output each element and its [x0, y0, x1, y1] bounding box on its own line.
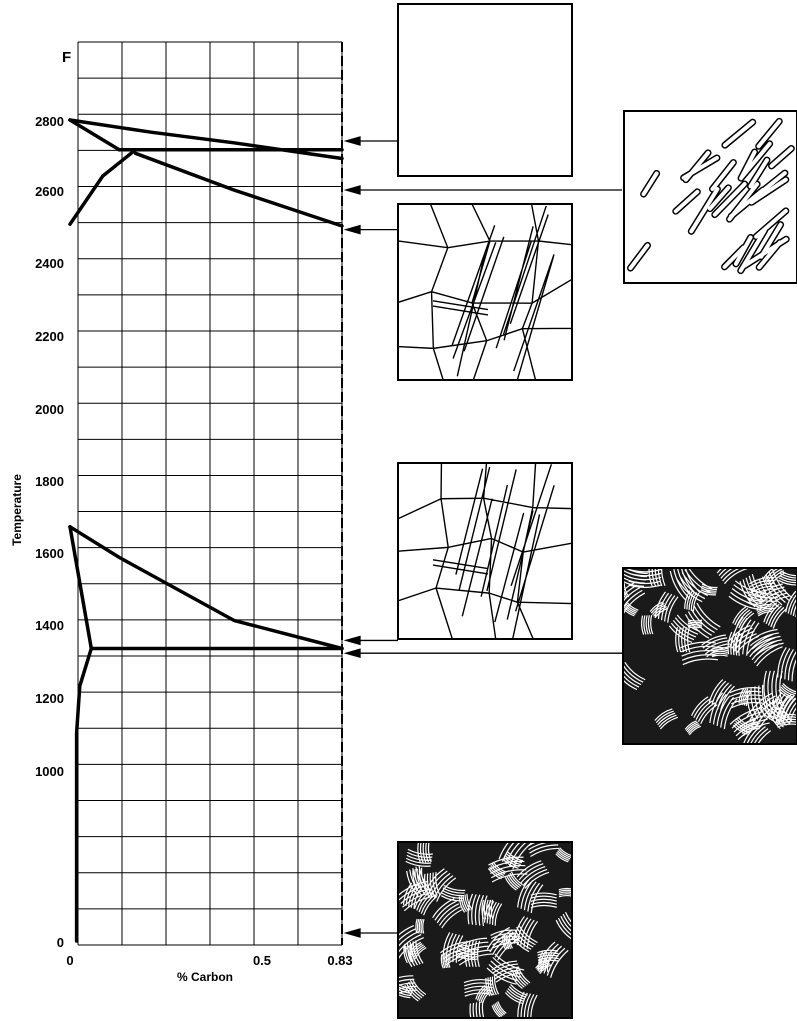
micrograph-panels — [397, 3, 797, 1019]
pointer-arrowhead-pearlite-room — [343, 928, 361, 938]
micrograph-texture-dendritic — [627, 117, 795, 275]
phase-lines — [68, 118, 344, 943]
micrograph-liquid — [397, 3, 573, 177]
pointer-arrowhead-dendritic — [343, 185, 361, 195]
micrograph-frame-dendritic — [623, 110, 797, 284]
phase-line-alpha-boundary-upper — [68, 525, 94, 651]
dendrite-arms-fill — [628, 119, 794, 273]
pearlite-lamellae — [398, 842, 572, 1018]
y-tick-0: 0 — [57, 935, 64, 950]
micrograph-texture-pearlite-1320 — [623, 568, 797, 744]
y-tick-1000: 1000 — [35, 764, 64, 779]
pearlite-lamellae — [623, 568, 797, 744]
micrograph-frame-pearlite-1320 — [622, 567, 797, 745]
grain-boundaries — [398, 463, 572, 639]
micrograph-frame-liquid — [397, 3, 573, 177]
pointer-arrowhead-austenite-high — [343, 224, 361, 235]
phase-line-a3-line — [68, 525, 344, 651]
y-tick-labels: 2800 2600 2400 2200 2000 1800 1600 1400 … — [35, 114, 64, 950]
grain-boundaries — [398, 204, 572, 380]
micrograph-texture-austenite-1355 — [398, 463, 572, 639]
x-tick-0.5: 0.5 — [253, 953, 271, 968]
y-tick-2400: 2400 — [35, 256, 64, 271]
micrograph-texture-pearlite-room — [398, 842, 572, 1018]
micrograph-frame-pearlite-room — [397, 841, 573, 1019]
phase-line-solidus — [133, 151, 344, 228]
micrograph-austenite-high — [397, 203, 573, 381]
x-tick-0.83: 0.83 — [327, 953, 352, 968]
chart-grid — [77, 41, 343, 946]
y-tick-1600: 1600 — [35, 546, 64, 561]
micrograph-austenite-1355 — [397, 462, 573, 640]
y-tick-2200: 2200 — [35, 329, 64, 344]
micrograph-dendritic — [623, 110, 797, 284]
phase-line-delta-gamma-boundary — [68, 148, 138, 226]
micrograph-texture-austenite-high — [398, 204, 572, 380]
pointer-arrowhead-austenite-1355 — [343, 635, 361, 646]
y-tick-2800: 2800 — [35, 114, 64, 129]
micrograph-frame-austenite-1355 — [397, 462, 573, 640]
phase-line-liquidus-upper — [68, 118, 344, 161]
y-axis-label: Temperature — [10, 474, 24, 546]
x-tick-labels: 0 0.5 0.83 — [66, 953, 352, 968]
x-tick-0: 0 — [66, 953, 73, 968]
y-tick-2600: 2600 — [35, 184, 64, 199]
micrograph-pointers — [343, 136, 622, 938]
pointer-arrowhead-liquid — [343, 136, 361, 146]
micrograph-pearlite-room — [397, 841, 573, 1019]
y-tick-2000: 2000 — [35, 402, 64, 417]
x-axis-label: % Carbon — [177, 970, 233, 984]
phase-line-delta-boundary — [68, 118, 121, 152]
micrograph-pearlite-1320 — [622, 567, 797, 745]
temperature-unit: F — [62, 49, 71, 66]
y-tick-1400: 1400 — [35, 618, 64, 633]
pointer-arrowhead-pearlite-1320 — [343, 648, 361, 659]
y-tick-1200: 1200 — [35, 691, 64, 706]
phase-line-alpha-solvus — [74, 646, 94, 943]
y-tick-1800: 1800 — [35, 474, 64, 489]
micrograph-frame-austenite-high — [397, 203, 573, 381]
